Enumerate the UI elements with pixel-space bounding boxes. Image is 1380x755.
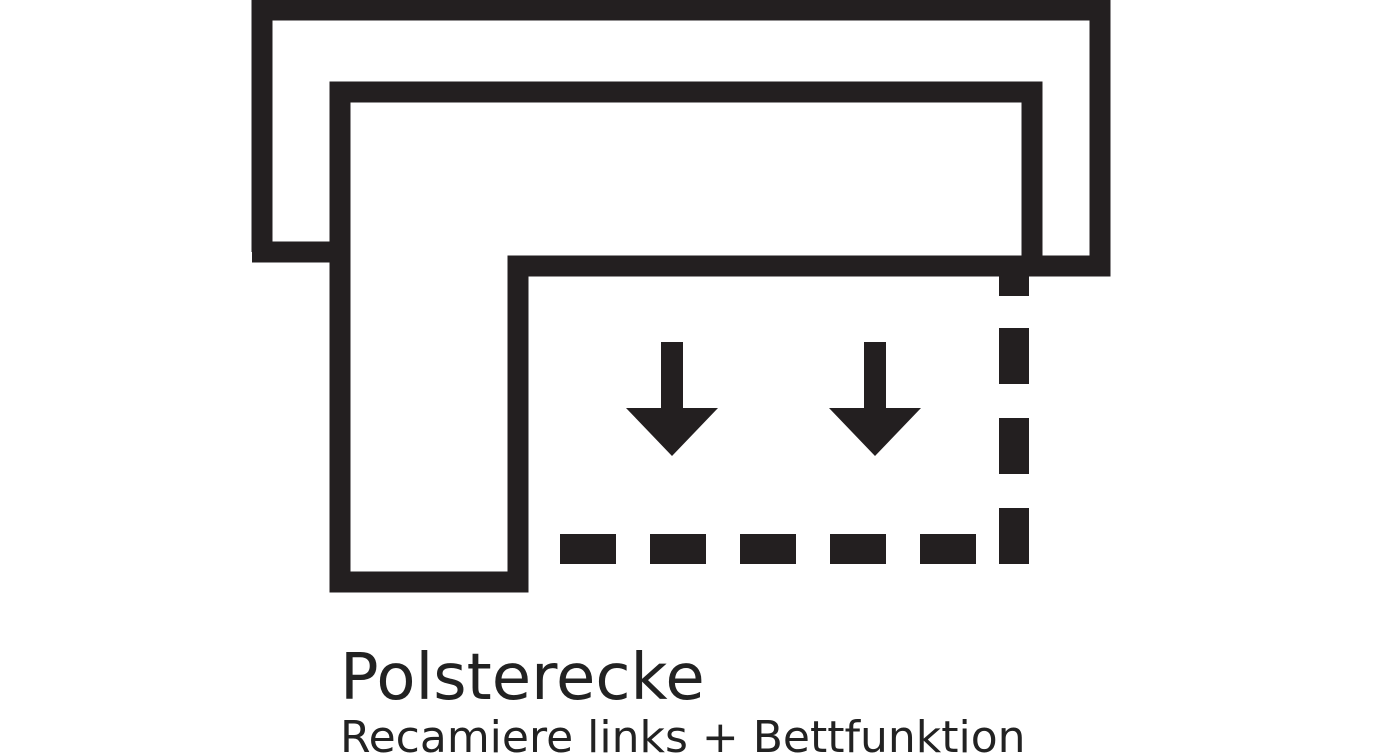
sofa-backrest-outline [251, 0, 1111, 277]
bed-dash-vertical-3 [999, 418, 1029, 474]
bed-dash-horizontal-1 [560, 534, 616, 564]
bed-dash-horizontal-5 [920, 534, 976, 564]
bed-dash-horizontal-2 [650, 534, 706, 564]
bed-dash-vertical-1 [999, 272, 1029, 296]
bed-dash-horizontal-4 [830, 534, 886, 564]
caption-subtitle: Recamiere links + Bettfunktion [340, 712, 1026, 755]
bed-dash-vertical-4 [999, 508, 1029, 564]
sofa-seat-outline [329, 81, 1043, 593]
arrow-down-icon [829, 342, 921, 456]
arrow-down-icon [626, 342, 718, 456]
bed-dash-horizontal-3 [740, 534, 796, 564]
caption-title: Polsterecke [340, 641, 705, 715]
bed-dash-vertical-2 [999, 328, 1029, 384]
